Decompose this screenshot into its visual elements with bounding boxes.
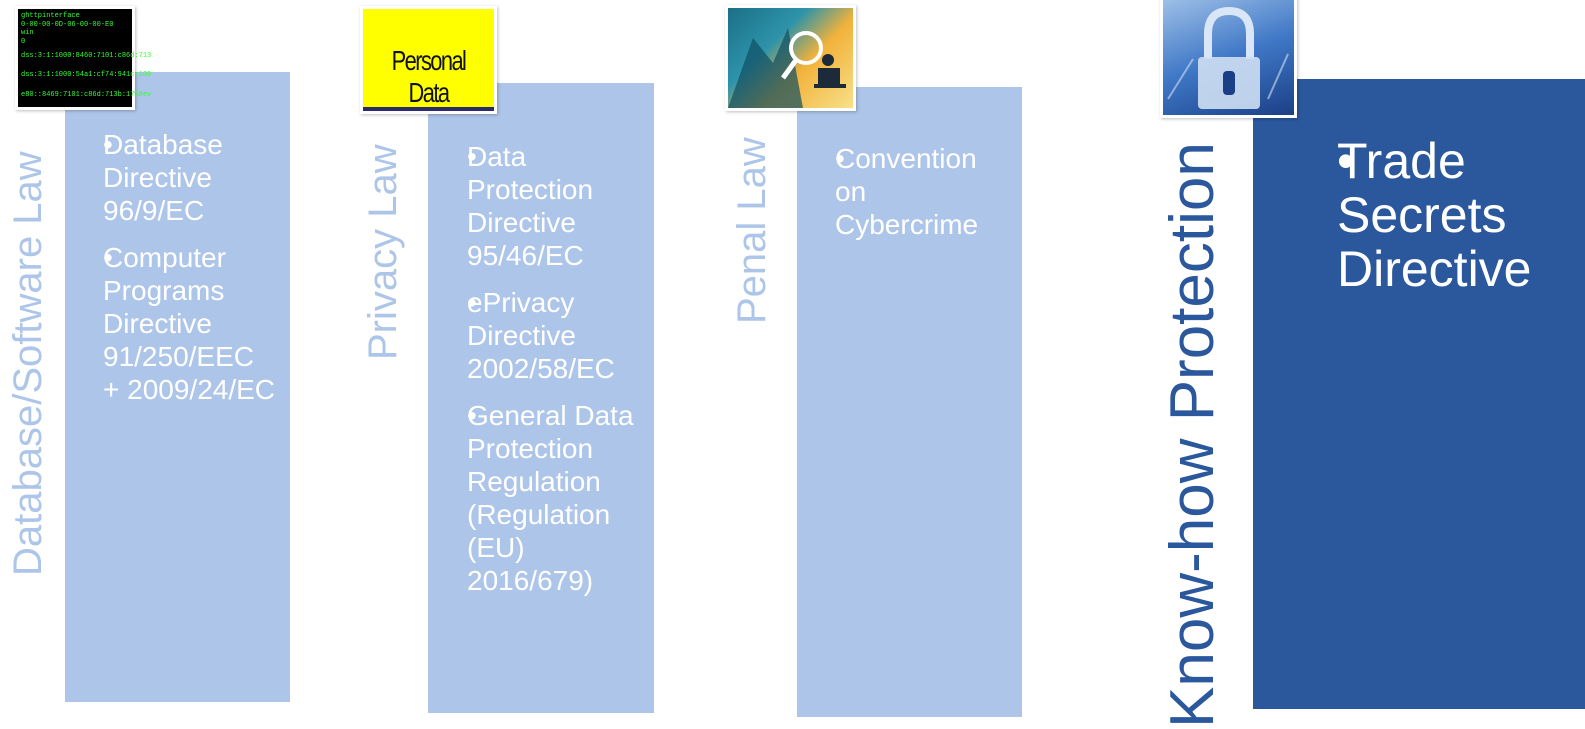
item-list: Database Directive 96/9/EC Computer Prog… (65, 72, 290, 406)
list-item: General Data Protection Regulation (Regu… (467, 399, 640, 597)
column-label-know-how-protection: Know-how Protection (1158, 142, 1227, 728)
list-item-text: Trade Secrets Directive (1337, 133, 1532, 297)
list-item: Convention on Cybercrime (835, 142, 1008, 241)
list-item: ePrivacy Directive 2002/58/EC (467, 286, 640, 385)
list-item: Data Protection Directive 95/46/EC (467, 140, 640, 272)
item-list: Data Protection Directive 95/46/EC ePriv… (428, 83, 654, 597)
padlock-graphic (1167, 6, 1289, 109)
column-label-penal-law: Penal Law (730, 137, 774, 324)
panel-privacy-law: Data Protection Directive 95/46/EC ePriv… (428, 83, 654, 713)
cybercrime-scene-icon (728, 28, 846, 108)
terminal-screen-text: ghttpinterface 0-00-00-0D-06-00-00-E0 wi… (21, 12, 152, 99)
personal-data-sign-icon: Personal Data (360, 6, 497, 114)
panel-know-how-protection: Trade Secrets Directive (1253, 79, 1585, 709)
list-item-text: Data Protection Directive 95/46/EC (467, 141, 594, 271)
list-item: Computer Programs Directive 91/250/EEC +… (103, 241, 276, 406)
cybercrime-magnifier-icon (725, 5, 856, 111)
list-item-text: Convention on Cybercrime (835, 143, 979, 240)
list-item: Trade Secrets Directive (1337, 134, 1571, 296)
column-label-privacy-law: Privacy Law (361, 144, 405, 360)
personal-data-sign-text: Personal Data (391, 45, 467, 108)
list-item-text: ePrivacy Directive 2002/58/EC (467, 287, 615, 384)
item-list: Convention on Cybercrime (797, 87, 1022, 241)
panel-penal-law: Convention on Cybercrime (797, 87, 1022, 717)
column-label-database-software-law: Database/Software Law (6, 151, 50, 576)
list-item-text: General Data Protection Regulation (Regu… (467, 400, 634, 596)
list-item-text: Computer Programs Directive 91/250/EEC +… (103, 242, 276, 405)
terminal-screen-icon: ghttpinterface 0-00-00-0D-06-00-00-E0 wi… (15, 6, 152, 110)
list-item-text: Database Directive 96/9/EC (103, 129, 223, 226)
panel-database-software-law: Database Directive 96/9/EC Computer Prog… (65, 72, 290, 702)
padlock-icon (1160, 0, 1297, 118)
item-list: Trade Secrets Directive (1253, 79, 1585, 296)
list-item: Database Directive 96/9/EC (103, 128, 276, 227)
